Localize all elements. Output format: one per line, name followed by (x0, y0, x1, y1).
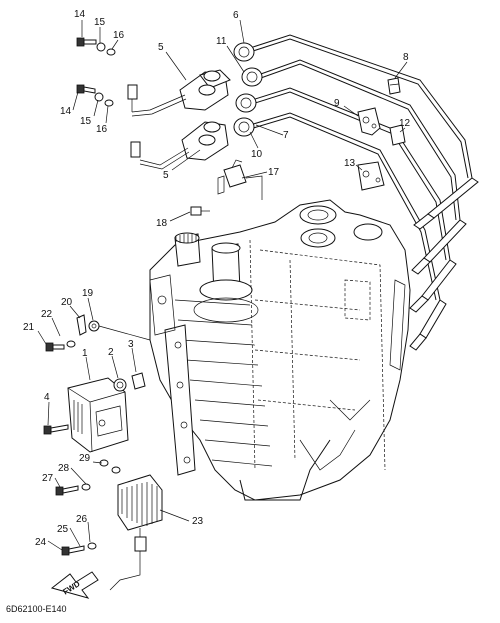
small-parts-19-22 (45, 314, 151, 352)
small-parts-24-29 (55, 459, 121, 556)
callout-1: 1 (82, 348, 88, 359)
callout-16-lower: 16 (96, 124, 108, 135)
collar-3 (131, 372, 146, 390)
callout-26: 26 (76, 514, 88, 525)
callout-5-upper: 5 (158, 42, 164, 53)
callout-3: 3 (128, 339, 134, 350)
bracket-13 (357, 161, 385, 191)
callout-15-lower: 15 (80, 116, 92, 127)
cylinder-bore (300, 228, 336, 248)
callout-6: 6 (233, 10, 239, 21)
coil-boots (233, 42, 263, 137)
callout-2: 2 (108, 347, 114, 358)
coil-bolt-upper (76, 37, 116, 56)
callout-28: 28 (58, 463, 70, 474)
callout-5-lower: 5 (163, 170, 169, 181)
callout-29: 29 (79, 453, 91, 464)
callout-7: 7 (283, 130, 289, 141)
coil-connector (127, 84, 138, 100)
leader-lines (37, 19, 408, 551)
callout-4: 4 (44, 392, 50, 403)
spark-plug-caps (409, 177, 479, 351)
rectifier-regulator (109, 474, 163, 591)
ignition-coil-lower (130, 121, 229, 170)
callout-13: 13 (344, 158, 356, 169)
callout-25: 25 (57, 524, 69, 535)
boot-6 (233, 42, 255, 62)
cylinder-bore (353, 223, 383, 241)
callout-8: 8 (403, 52, 409, 63)
clamp-8 (387, 77, 401, 95)
ignition-coil-upper (127, 69, 231, 117)
forward-arrow (50, 571, 99, 599)
callout-27: 27 (42, 473, 54, 484)
boot-11 (241, 67, 263, 87)
boot-10 (233, 117, 255, 137)
mounting-plate (164, 324, 196, 476)
bracket-9 (357, 107, 381, 136)
coil-connector (130, 141, 141, 158)
callout-11: 11 (216, 36, 227, 47)
document-id: 6D62100-E140 (6, 604, 67, 614)
engine-block (149, 199, 411, 501)
callout-22: 22 (41, 309, 53, 320)
callout-14-lower: 14 (60, 106, 72, 117)
callout-10: 10 (251, 149, 263, 160)
bolt-4 (43, 424, 69, 435)
boot-7a (235, 93, 257, 113)
callout-9: 9 (334, 98, 340, 109)
callout-20: 20 (61, 297, 73, 308)
callout-19: 19 (82, 288, 94, 299)
cylinder-bore (299, 205, 337, 225)
callout-24: 24 (35, 537, 47, 548)
callout-14-upper: 14 (74, 9, 86, 20)
coil-bolt-lower (76, 84, 114, 107)
callout-15-upper: 15 (94, 17, 106, 28)
grommet-2 (113, 378, 127, 392)
cdi-unit (67, 377, 129, 453)
callout-12: 12 (399, 118, 411, 129)
callout-21: 21 (23, 322, 35, 333)
callout-16-upper: 16 (113, 30, 125, 41)
callout-23: 23 (192, 516, 204, 527)
clamp-12 (389, 124, 406, 146)
sensor-17 (217, 159, 263, 200)
callout-18: 18 (156, 218, 168, 229)
callout-17: 17 (268, 167, 280, 178)
connector-18 (190, 206, 210, 216)
